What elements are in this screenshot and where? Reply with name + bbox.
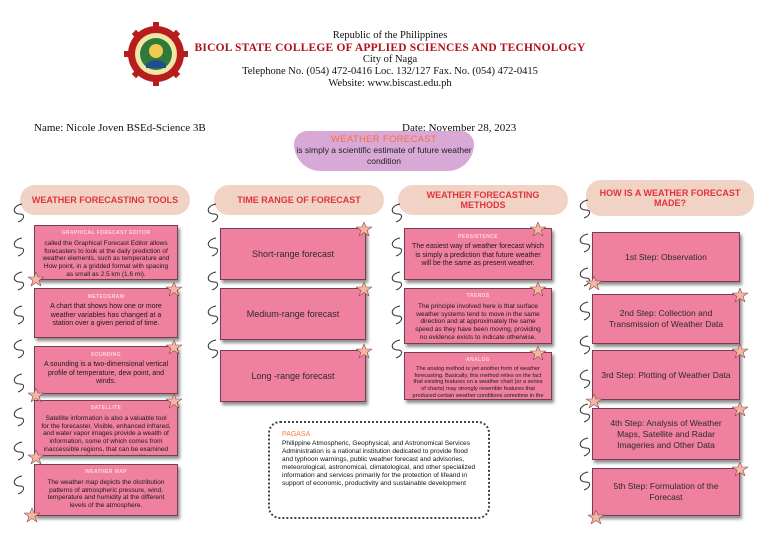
time-range-card: Long -range forecast xyxy=(220,350,366,402)
school-logo xyxy=(124,22,188,86)
star-icon xyxy=(166,340,182,354)
star-icon xyxy=(732,402,748,416)
republic-line: Republic of the Philippines xyxy=(332,30,448,41)
method-card-title: PERSISTENCE xyxy=(458,234,498,240)
pagasa-title: PAGASA xyxy=(282,431,311,438)
time-range-card: Medium-range forecast xyxy=(220,288,366,340)
star-icon xyxy=(530,222,546,236)
phone-line: Telephone No. (054) 472-0416 Loc. 132/12… xyxy=(242,66,538,77)
star-icon xyxy=(166,282,182,296)
weather-forecast-bubble: WEATHER FORECAST is simply a scientific … xyxy=(294,131,474,171)
bubble-title: WEATHER FORECAST xyxy=(331,134,437,145)
method-card-text: The principle involved here is that surf… xyxy=(415,302,541,341)
spiral-binding-time-range xyxy=(207,203,219,359)
star-icon xyxy=(588,510,604,524)
pagasa-text: Philippine Atmospheric, Geophysical, and… xyxy=(282,440,476,487)
tool-card: METEOGRAM A chart that shows how one or … xyxy=(34,288,178,338)
step-card: 4th Step: Analysis of Weather Maps, Sate… xyxy=(592,408,740,460)
step-card: 1st Step: Observation xyxy=(592,232,740,282)
star-icon xyxy=(586,276,602,290)
step-card: 2nd Step: Collection and Transmission of… xyxy=(592,294,740,344)
tool-card-title: SOUNDING xyxy=(90,352,122,358)
column-header-time-range: TIME RANGE OF FORECAST xyxy=(214,185,384,215)
star-icon xyxy=(166,394,182,408)
star-icon xyxy=(732,288,748,302)
column-header-how-made: HOW IS A WEATHER FORECAST MADE? xyxy=(586,180,754,216)
tool-card-title: METEOGRAM xyxy=(87,294,125,300)
star-icon xyxy=(356,344,372,358)
star-icon xyxy=(732,462,748,476)
star-icon xyxy=(732,344,748,358)
star-icon xyxy=(28,272,44,286)
tool-card-text: The weather map depicts the distribution… xyxy=(47,478,165,510)
star-icon xyxy=(28,388,44,402)
column-header-methods: WEATHER FORECASTING METHODS xyxy=(398,185,568,215)
spiral-binding-methods xyxy=(391,203,403,359)
method-card-text: The easiest way of weather forecast whic… xyxy=(412,243,544,268)
star-icon xyxy=(530,346,546,360)
method-card: TRENDS The principle involved here is th… xyxy=(404,288,552,344)
time-range-card: Short-range forecast xyxy=(220,228,366,280)
tool-card: SOUNDING A sounding is a two-dimensional… xyxy=(34,346,178,394)
spiral-binding-tools xyxy=(13,203,25,495)
college-name: BICOL STATE COLLEGE OF APPLIED SCIENCES … xyxy=(194,42,586,54)
star-icon xyxy=(28,450,44,464)
method-card-title: ANALOG xyxy=(465,357,491,363)
star-icon xyxy=(586,394,602,408)
spiral-binding-how-made xyxy=(579,199,591,491)
step-card: 3rd Step: Plotting of Weather Data xyxy=(592,350,740,400)
tool-card-title: SATELLITE xyxy=(90,405,122,411)
method-card-title: TRENDS xyxy=(466,293,490,299)
city-line: City of Naga xyxy=(362,54,418,65)
school-header: Republic of the Philippines BICOL STATE … xyxy=(190,30,590,90)
tool-card-text: A sounding is a two-dimensional vertical… xyxy=(43,361,169,386)
tool-card-title: WEATHER MAP xyxy=(85,469,127,475)
star-icon xyxy=(356,282,372,296)
tool-card-text: A chart that shows how one or more weath… xyxy=(50,303,162,328)
student-name: Name: Nicole Joven BSEd-Science 3B xyxy=(34,122,206,134)
step-card: 5th Step: Formulation of the Forecast xyxy=(592,468,740,516)
website-line: Website: www.biscast.edu.ph xyxy=(328,78,452,89)
star-icon xyxy=(530,282,546,296)
tool-card: SATELLITE Satellite information is also … xyxy=(34,400,178,456)
pagasa-note: PAGASA Philippine Atmospheric, Geophysic… xyxy=(268,421,490,519)
star-icon xyxy=(356,222,372,236)
star-icon xyxy=(24,508,40,522)
tool-card: WEATHER MAP The weather map depicts the … xyxy=(34,464,178,516)
method-card: ANALOG The analog method is yet another … xyxy=(404,352,552,400)
tool-card-title: GRAPHICAL FORECAST EDITOR xyxy=(61,230,151,236)
tool-card: GRAPHICAL FORECAST EDITOR called the Gra… xyxy=(34,225,178,280)
method-card-text: The analog method is yet another form of… xyxy=(412,365,544,399)
tool-card-text: called the Graphical Forecast Editor all… xyxy=(42,239,170,278)
column-header-tools: WEATHER FORECASTING TOOLS xyxy=(20,185,190,215)
bubble-description: is simply a scientific estimate of futur… xyxy=(296,145,472,166)
tool-card-text: Satellite information is also a valuable… xyxy=(41,414,171,455)
method-card: PERSISTENCE The easiest way of weather f… xyxy=(404,228,552,280)
